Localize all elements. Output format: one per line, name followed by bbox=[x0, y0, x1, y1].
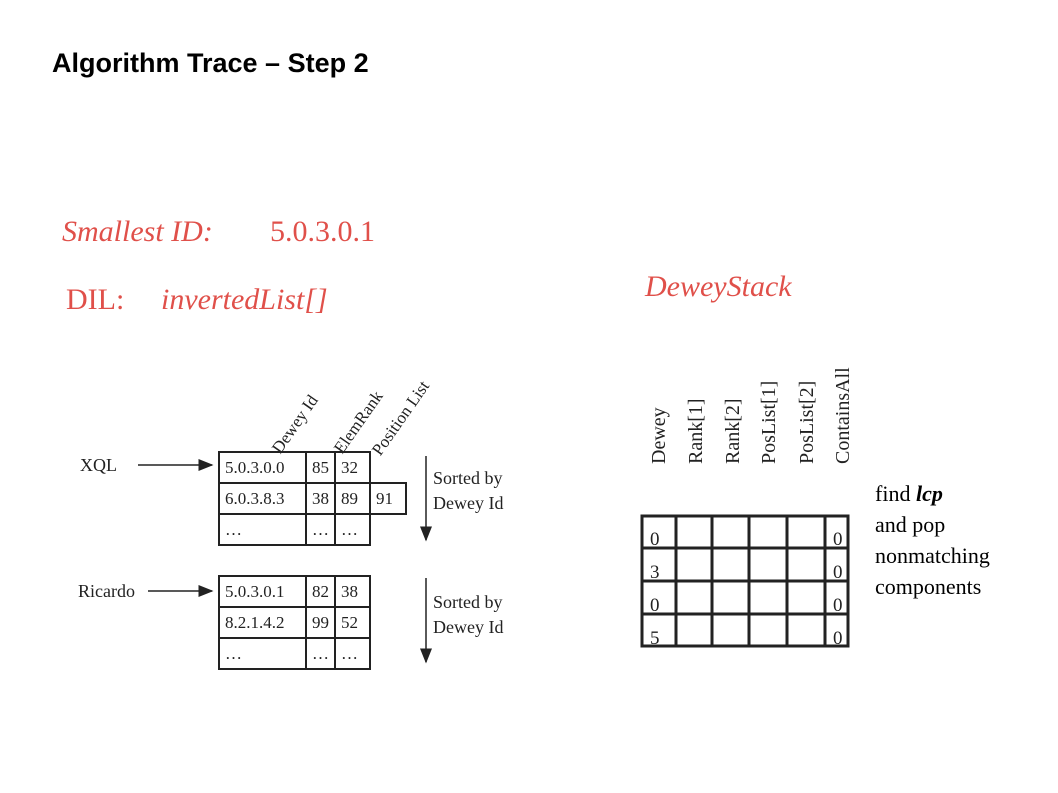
table-row: … … … bbox=[218, 513, 406, 546]
stack-containsall-cell: 0 bbox=[833, 529, 843, 550]
note-line-3: nonmatching bbox=[875, 543, 990, 568]
rank-cell: … bbox=[305, 637, 336, 670]
dewey-stack-title: DeweyStack bbox=[645, 270, 792, 303]
keyword-xql: XQL bbox=[80, 455, 117, 475]
stack-containsall-cell: 0 bbox=[833, 595, 843, 616]
stack-header-poslist2: PosList[2] bbox=[796, 380, 818, 464]
dewey-stack-grid bbox=[640, 514, 850, 648]
rank-cell: 99 bbox=[305, 606, 336, 639]
sorted-by-text: Sorted by bbox=[433, 592, 503, 612]
dil-value: invertedList[] bbox=[161, 283, 328, 316]
dewey-cell: 5.0.3.0.1 bbox=[218, 575, 307, 608]
dewey-cell: 8.2.1.4.2 bbox=[218, 606, 307, 639]
table-row: 5.0.3.0.1 82 38 bbox=[218, 575, 371, 608]
rank-cell: … bbox=[305, 513, 336, 546]
pos-cell: 38 bbox=[334, 575, 371, 608]
dewey-cell: 6.0.3.8.3 bbox=[218, 482, 307, 515]
slide-title: Algorithm Trace – Step 2 bbox=[52, 48, 369, 78]
stack-header-dewey: Dewey bbox=[648, 407, 670, 464]
stack-containsall-cell: 0 bbox=[833, 628, 843, 649]
stack-header-poslist1: PosList[1] bbox=[758, 380, 780, 464]
note-line-4: components bbox=[875, 574, 982, 599]
note-lcp-text: lcp bbox=[915, 481, 943, 506]
note-line-2: and pop bbox=[875, 512, 946, 537]
pos-cell bbox=[370, 452, 406, 483]
xql-inverted-list: 5.0.3.0.0 85 32 6.0.3.8.3 38 89 91 … … … bbox=[218, 451, 407, 546]
rank-cell: 82 bbox=[305, 575, 336, 608]
table-row: 8.2.1.4.2 99 52 bbox=[218, 606, 371, 639]
rank-cell: 85 bbox=[305, 451, 336, 484]
xql-sorted-note: Sorted by Dewey Id bbox=[433, 466, 503, 516]
ricardo-sorted-note: Sorted by Dewey Id bbox=[433, 590, 503, 640]
dil-label: DIL: bbox=[66, 283, 125, 316]
pos-cell: 89 bbox=[334, 482, 371, 515]
dewey-cell: … bbox=[218, 513, 307, 546]
note-line-1: find lcp bbox=[875, 478, 990, 509]
table-row: 6.0.3.8.3 38 89 91 bbox=[218, 482, 407, 515]
dewey-cell: … bbox=[218, 637, 307, 670]
pos-cell: … bbox=[334, 637, 371, 670]
pos-cell bbox=[370, 514, 406, 545]
table-row: 5.0.3.0.0 85 32 bbox=[218, 451, 406, 484]
smallest-id-value: 5.0.3.0.1 bbox=[270, 215, 375, 248]
pos-cell: 32 bbox=[334, 451, 371, 484]
pos-cell: 91 bbox=[369, 482, 407, 515]
rank-cell: 38 bbox=[305, 482, 336, 515]
stack-dewey-column: 0 3 0 5 bbox=[650, 523, 660, 655]
ricardo-inverted-list: 5.0.3.0.1 82 38 8.2.1.4.2 99 52 … … … bbox=[218, 575, 371, 670]
stack-header-rank2: Rank[2] bbox=[722, 398, 744, 464]
stack-dewey-cell: 0 bbox=[650, 529, 660, 550]
table-row: … … … bbox=[218, 637, 371, 670]
pos-cell: … bbox=[334, 513, 371, 546]
smallest-id-label: Smallest ID: bbox=[62, 215, 213, 248]
note-find-text: find bbox=[875, 481, 911, 506]
dewey-id-text: Dewey Id bbox=[433, 493, 504, 513]
sorted-by-text: Sorted by bbox=[433, 468, 503, 488]
stack-dewey-cell: 3 bbox=[650, 562, 660, 583]
pos-cell: 52 bbox=[334, 606, 371, 639]
side-note: find lcp and pop nonmatching components bbox=[875, 478, 990, 602]
keyword-ricardo: Ricardo bbox=[78, 581, 135, 601]
stack-containsall-cell: 0 bbox=[833, 562, 843, 583]
stack-containsall-column: 0 0 0 0 bbox=[833, 523, 843, 655]
dewey-cell: 5.0.3.0.0 bbox=[218, 451, 307, 484]
stack-dewey-cell: 5 bbox=[650, 628, 660, 649]
stack-header-containsall: ContainsAll bbox=[832, 367, 854, 464]
dewey-id-text: Dewey Id bbox=[433, 617, 504, 637]
stack-header-rank1: Rank[1] bbox=[685, 398, 707, 464]
stack-dewey-cell: 0 bbox=[650, 595, 660, 616]
